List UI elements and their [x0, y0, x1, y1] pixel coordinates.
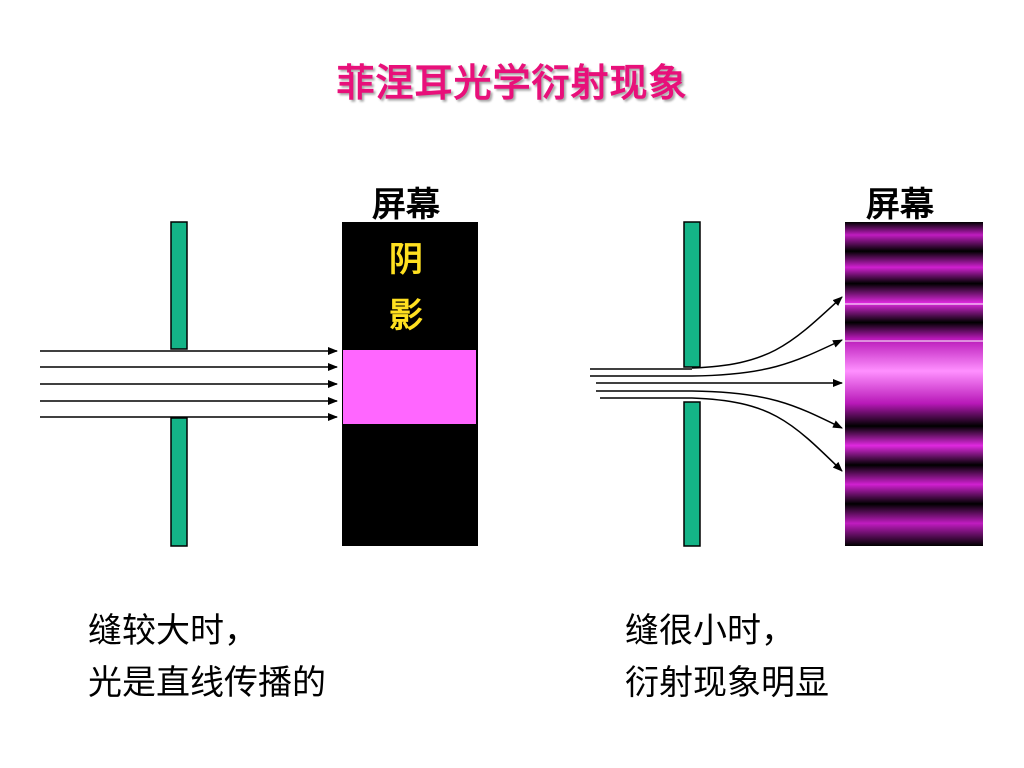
left-screen-label: 屏幕: [372, 185, 440, 225]
left-caption: 缝较大时， 光是直线传播的: [88, 605, 326, 709]
diffracted-ray: [691, 296, 843, 369]
diffracted-ray: [691, 339, 843, 377]
left-barrier-bottom: [170, 417, 188, 547]
right-barrier-top: [683, 221, 701, 368]
right-barrier: [683, 221, 701, 547]
right-caption-line1: 缝很小时，: [625, 611, 795, 651]
right-screen: [845, 222, 983, 546]
right-caption-line2: 衍射现象明显: [625, 663, 829, 703]
right-light-rays: [590, 296, 843, 472]
right-screen-label: 屏幕: [866, 185, 934, 225]
right-barrier-bottom: [683, 401, 701, 547]
diffracted-ray: [691, 390, 843, 429]
left-barrier: [170, 221, 188, 547]
shadow-label: 阴 影: [389, 232, 423, 344]
left-light-rays: [40, 347, 338, 421]
right-caption: 缝很小时， 衍射现象明显: [625, 605, 829, 709]
left-caption-line2: 光是直线传播的: [88, 663, 326, 703]
left-screen: [342, 222, 478, 546]
left-lit-region: [343, 350, 476, 424]
left-barrier-top: [170, 221, 188, 350]
shadow-char-2: 影: [389, 296, 423, 336]
page-title: 菲涅耳光学衍射现象: [336, 60, 688, 105]
shadow-char-1: 阴: [389, 240, 423, 280]
left-caption-line1: 缝较大时，: [88, 611, 258, 651]
diffracted-ray: [691, 397, 843, 472]
